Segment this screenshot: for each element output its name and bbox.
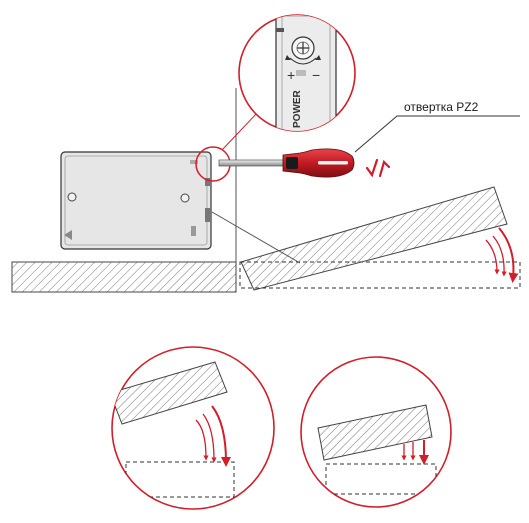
zoom-connector [221,111,259,151]
cable-line [211,211,301,264]
floor-slab [11,261,237,293]
falling-arrow-icon [498,227,519,283]
falling-arrows [485,227,519,283]
falling-arrow-icon [492,235,507,277]
power-label: POWER [292,89,303,128]
device-box [60,151,212,250]
falling-arrow-icon [485,239,500,275]
zoom-circle-left [111,346,275,510]
rotation-arrows-icon [365,158,391,178]
screwdriver-icon [218,148,355,178]
tool-callout: отвертка PZ2 [354,100,520,153]
tilted-panel [240,186,508,291]
minus-sign: − [312,67,320,83]
screw-icon [67,192,77,202]
zoom-circle-right [300,356,452,508]
plus-sign: + [287,67,295,83]
tool-label: отвертка PZ2 [404,100,479,114]
zoom-circle-device-detail: + − POWER [238,14,356,132]
panel-final-position [239,261,521,289]
screw-icon [180,193,190,203]
adjustment-dial-icon [285,36,321,65]
